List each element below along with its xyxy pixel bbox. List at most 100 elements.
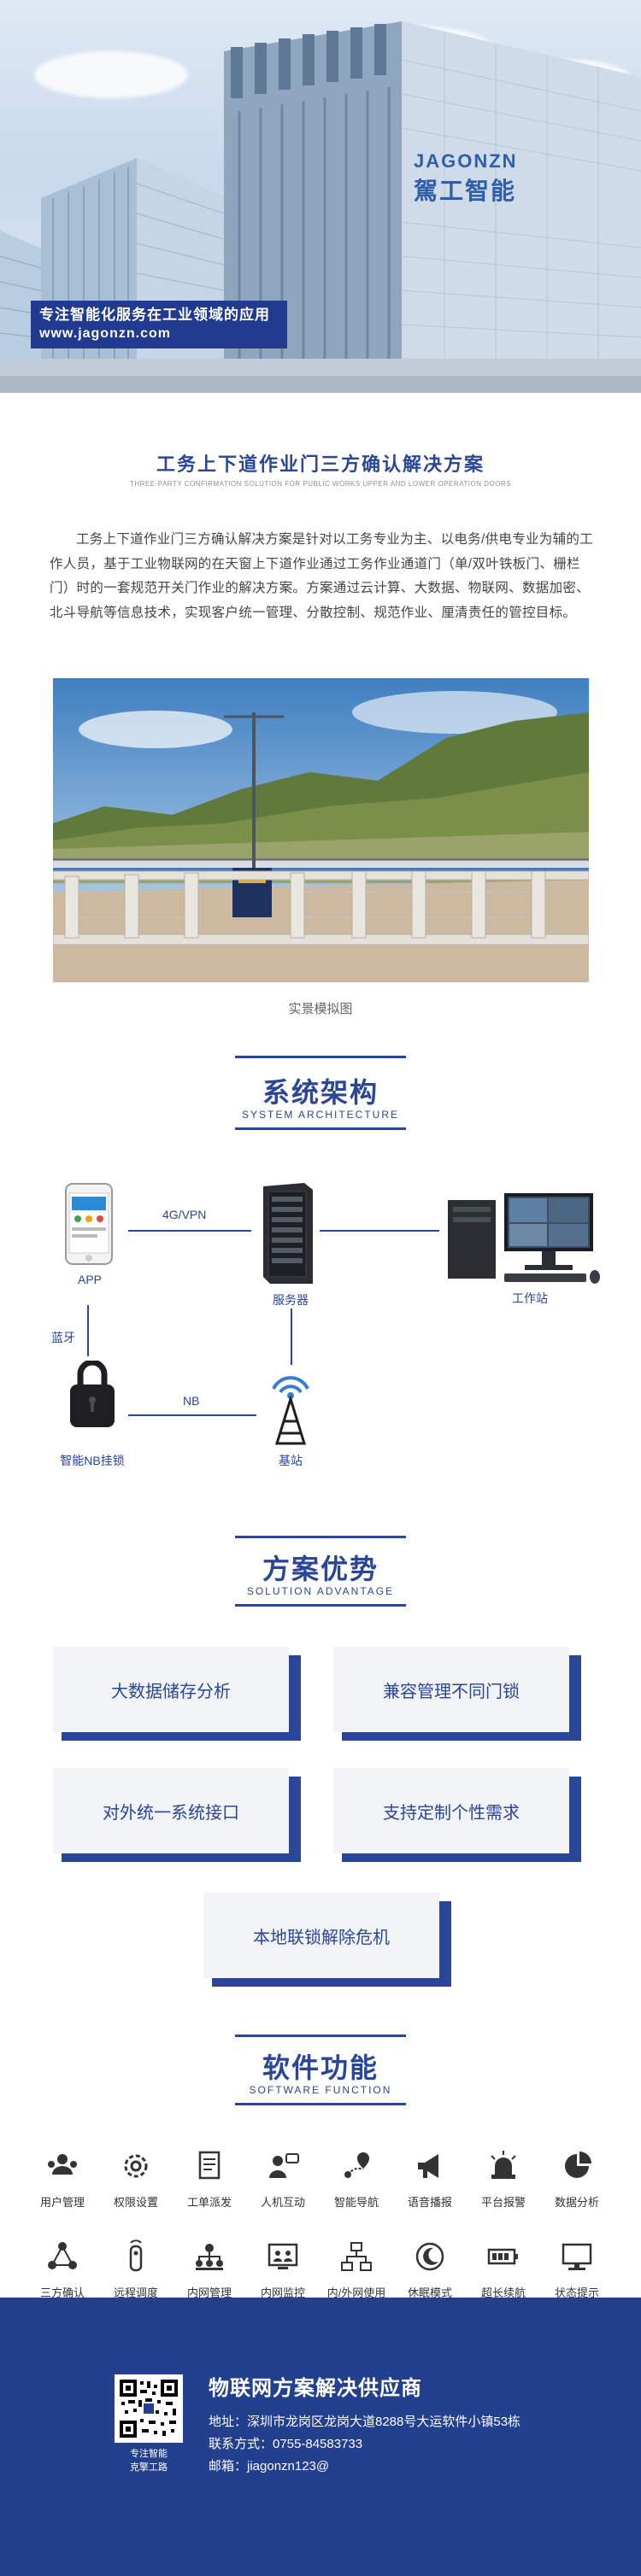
- qr-caption-line1: 专注智能: [130, 2449, 168, 2459]
- link-server-station: [291, 1308, 292, 1365]
- footer-address: 地址：深圳市龙岗区龙岗大道8288号大运软件小镇53栋: [209, 2415, 521, 2429]
- link-label-app-server: 4G/VPN: [162, 1208, 207, 1221]
- advantage-label: 对外统一系统接口: [53, 1768, 289, 1853]
- section-title-en: SYSTEM ARCHITECTURE: [241, 1109, 399, 1121]
- hero-slogan: 专注智能化服务在工业领域的应用: [39, 307, 270, 323]
- section-architecture-heading: 系统架构 SYSTEM ARCHITECTURE: [0, 1056, 641, 1133]
- function-label: 智能导航: [333, 2196, 379, 2209]
- topology-icon: [341, 2242, 372, 2271]
- function-sleep-mode[interactable]: 休眠模式: [393, 2239, 467, 2308]
- footer: 专注智能 克擎工路 物联网方案解决供应商 地址：深圳市龙岗区龙岗大道8288号大…: [0, 2298, 641, 2576]
- building-illustration: [0, 21, 641, 393]
- function-label: 远程调度: [113, 2286, 158, 2299]
- navigation-icon: [344, 2152, 369, 2178]
- heading-rule-bottom: [235, 1604, 406, 1607]
- link-lock-station: [128, 1414, 256, 1416]
- server-rack-icon: [263, 1183, 313, 1284]
- link-label-lock-station: NB: [183, 1394, 200, 1408]
- brand-english: JAGONZN: [414, 150, 518, 172]
- scene-photo: [53, 678, 589, 982]
- advantage-label: 兼容管理不同门锁: [333, 1647, 569, 1732]
- heading-rule-bottom: [235, 2103, 406, 2105]
- document-icon: [198, 2151, 221, 2180]
- hero-banner-image: JAGONZN 駕工智能 专注智能化服务在工业领域的应用 www.jagonzn…: [0, 0, 641, 393]
- section-title-cn: 方案优势: [262, 1554, 379, 1584]
- function-remote-dispatch[interactable]: 远程调度: [99, 2239, 173, 2308]
- advantage-card: 对外统一系统接口: [53, 1768, 301, 1862]
- moon-icon: [415, 2242, 444, 2271]
- function-three-party[interactable]: 三方确认: [26, 2239, 99, 2308]
- function-platform-alarm[interactable]: 平台报警: [467, 2149, 540, 2217]
- heading-rule-top: [235, 1056, 406, 1058]
- workstation-icon: [448, 1193, 600, 1284]
- node-label-lock: 智能NB挂锁: [60, 1454, 125, 1467]
- footer-email[interactable]: 邮箱：jiagonzn123@: [209, 2459, 330, 2474]
- function-label: 语音播报: [407, 2196, 452, 2209]
- function-label: 数据分析: [554, 2196, 599, 2209]
- smartphone-icon: [65, 1183, 113, 1265]
- function-interaction[interactable]: 人机互动: [246, 2149, 320, 2217]
- company-logo: JAGONZN 駕工智能: [414, 150, 516, 207]
- hero-website-url[interactable]: www.jagonzn.com: [39, 326, 171, 341]
- function-label: 三方确认: [39, 2286, 85, 2299]
- megaphone-icon: [418, 2154, 438, 2178]
- node-label-workstation: 工作站: [512, 1291, 548, 1305]
- photo-caption: 实景模拟图: [288, 1002, 353, 1016]
- function-intranet-extranet[interactable]: 内/外网使用: [320, 2239, 393, 2308]
- function-label: 超长续航: [480, 2286, 526, 2299]
- function-data-analysis[interactable]: 数据分析: [540, 2149, 614, 2217]
- page-title: 工务上下道作业门三方确认解决方案: [156, 454, 485, 475]
- page-subtitle: THREE-PARTY CONFIRMATION SOLUTION FOR PU…: [129, 480, 512, 488]
- monitor-users-icon: [268, 2243, 298, 2269]
- base-station-icon: [272, 1376, 309, 1445]
- function-intranet-management[interactable]: 内网管理: [173, 2239, 246, 2308]
- chat-icon: [269, 2153, 299, 2178]
- node-label-server: 服务器: [273, 1293, 309, 1307]
- function-navigation[interactable]: 智能导航: [320, 2149, 393, 2217]
- battery-icon: [487, 2248, 518, 2265]
- function-label: 状态提示: [554, 2286, 599, 2299]
- section-title-en: SOLUTION ADVANTAGE: [246, 1585, 395, 1597]
- alarm-icon: [491, 2151, 516, 2179]
- triangle-nodes-icon: [48, 2242, 77, 2269]
- footer-phone[interactable]: 联系方式：0755-84583733: [209, 2437, 363, 2451]
- section-software-heading: 软件功能 SOFTWARE FUNCTION: [0, 2034, 641, 2111]
- architecture-diagram: APP 服务器 工作站: [0, 1162, 641, 1486]
- pie-chart-icon: [565, 2152, 591, 2178]
- function-label: 内网监控: [260, 2286, 305, 2299]
- function-voice-broadcast[interactable]: 语音播报: [393, 2149, 467, 2217]
- link-app-lock: [87, 1305, 89, 1356]
- function-user-management[interactable]: 用户管理: [26, 2149, 99, 2217]
- function-intranet-monitoring[interactable]: 内网监控: [246, 2239, 320, 2308]
- section-title-cn: 系统架构: [262, 1077, 379, 1108]
- function-work-order[interactable]: 工单派发: [173, 2149, 246, 2217]
- link-label-app-lock: 蓝牙: [51, 1331, 75, 1344]
- function-status-prompt[interactable]: 状态提示: [540, 2239, 614, 2308]
- function-label: 权限设置: [113, 2196, 158, 2209]
- smart-padlock-icon: [70, 1361, 115, 1427]
- qr-code[interactable]: [115, 2374, 183, 2443]
- advantage-card: 本地联锁解除危机: [203, 1893, 451, 1987]
- function-permission-settings[interactable]: 权限设置: [99, 2149, 173, 2217]
- advantage-label: 大数据储存分析: [53, 1647, 289, 1732]
- function-label: 工单派发: [186, 2196, 232, 2209]
- brand-chinese: 駕工智能: [414, 178, 517, 204]
- function-label: 内/外网使用: [326, 2286, 386, 2299]
- advantage-card: 支持定制个性需求: [333, 1768, 581, 1862]
- section-advantage-heading: 方案优势 SOLUTION ADVANTAGE: [0, 1536, 641, 1613]
- function-label: 用户管理: [39, 2196, 85, 2209]
- function-label: 休眠模式: [407, 2286, 452, 2299]
- footer-company: 物联网方案解决供应商: [209, 2377, 422, 2400]
- advantage-card: 兼容管理不同门锁: [333, 1647, 581, 1741]
- function-label: 平台报警: [480, 2196, 526, 2209]
- node-label-app: APP: [77, 1273, 102, 1286]
- remote-icon: [129, 2239, 143, 2272]
- heading-rule-top: [235, 2034, 406, 2037]
- display-icon: [562, 2243, 592, 2270]
- gear-icon: [124, 2154, 148, 2178]
- heading-rule-top: [235, 1536, 406, 1538]
- users-icon: [48, 2154, 77, 2175]
- network-users-icon: [196, 2244, 223, 2270]
- function-long-battery[interactable]: 超长续航: [467, 2239, 540, 2308]
